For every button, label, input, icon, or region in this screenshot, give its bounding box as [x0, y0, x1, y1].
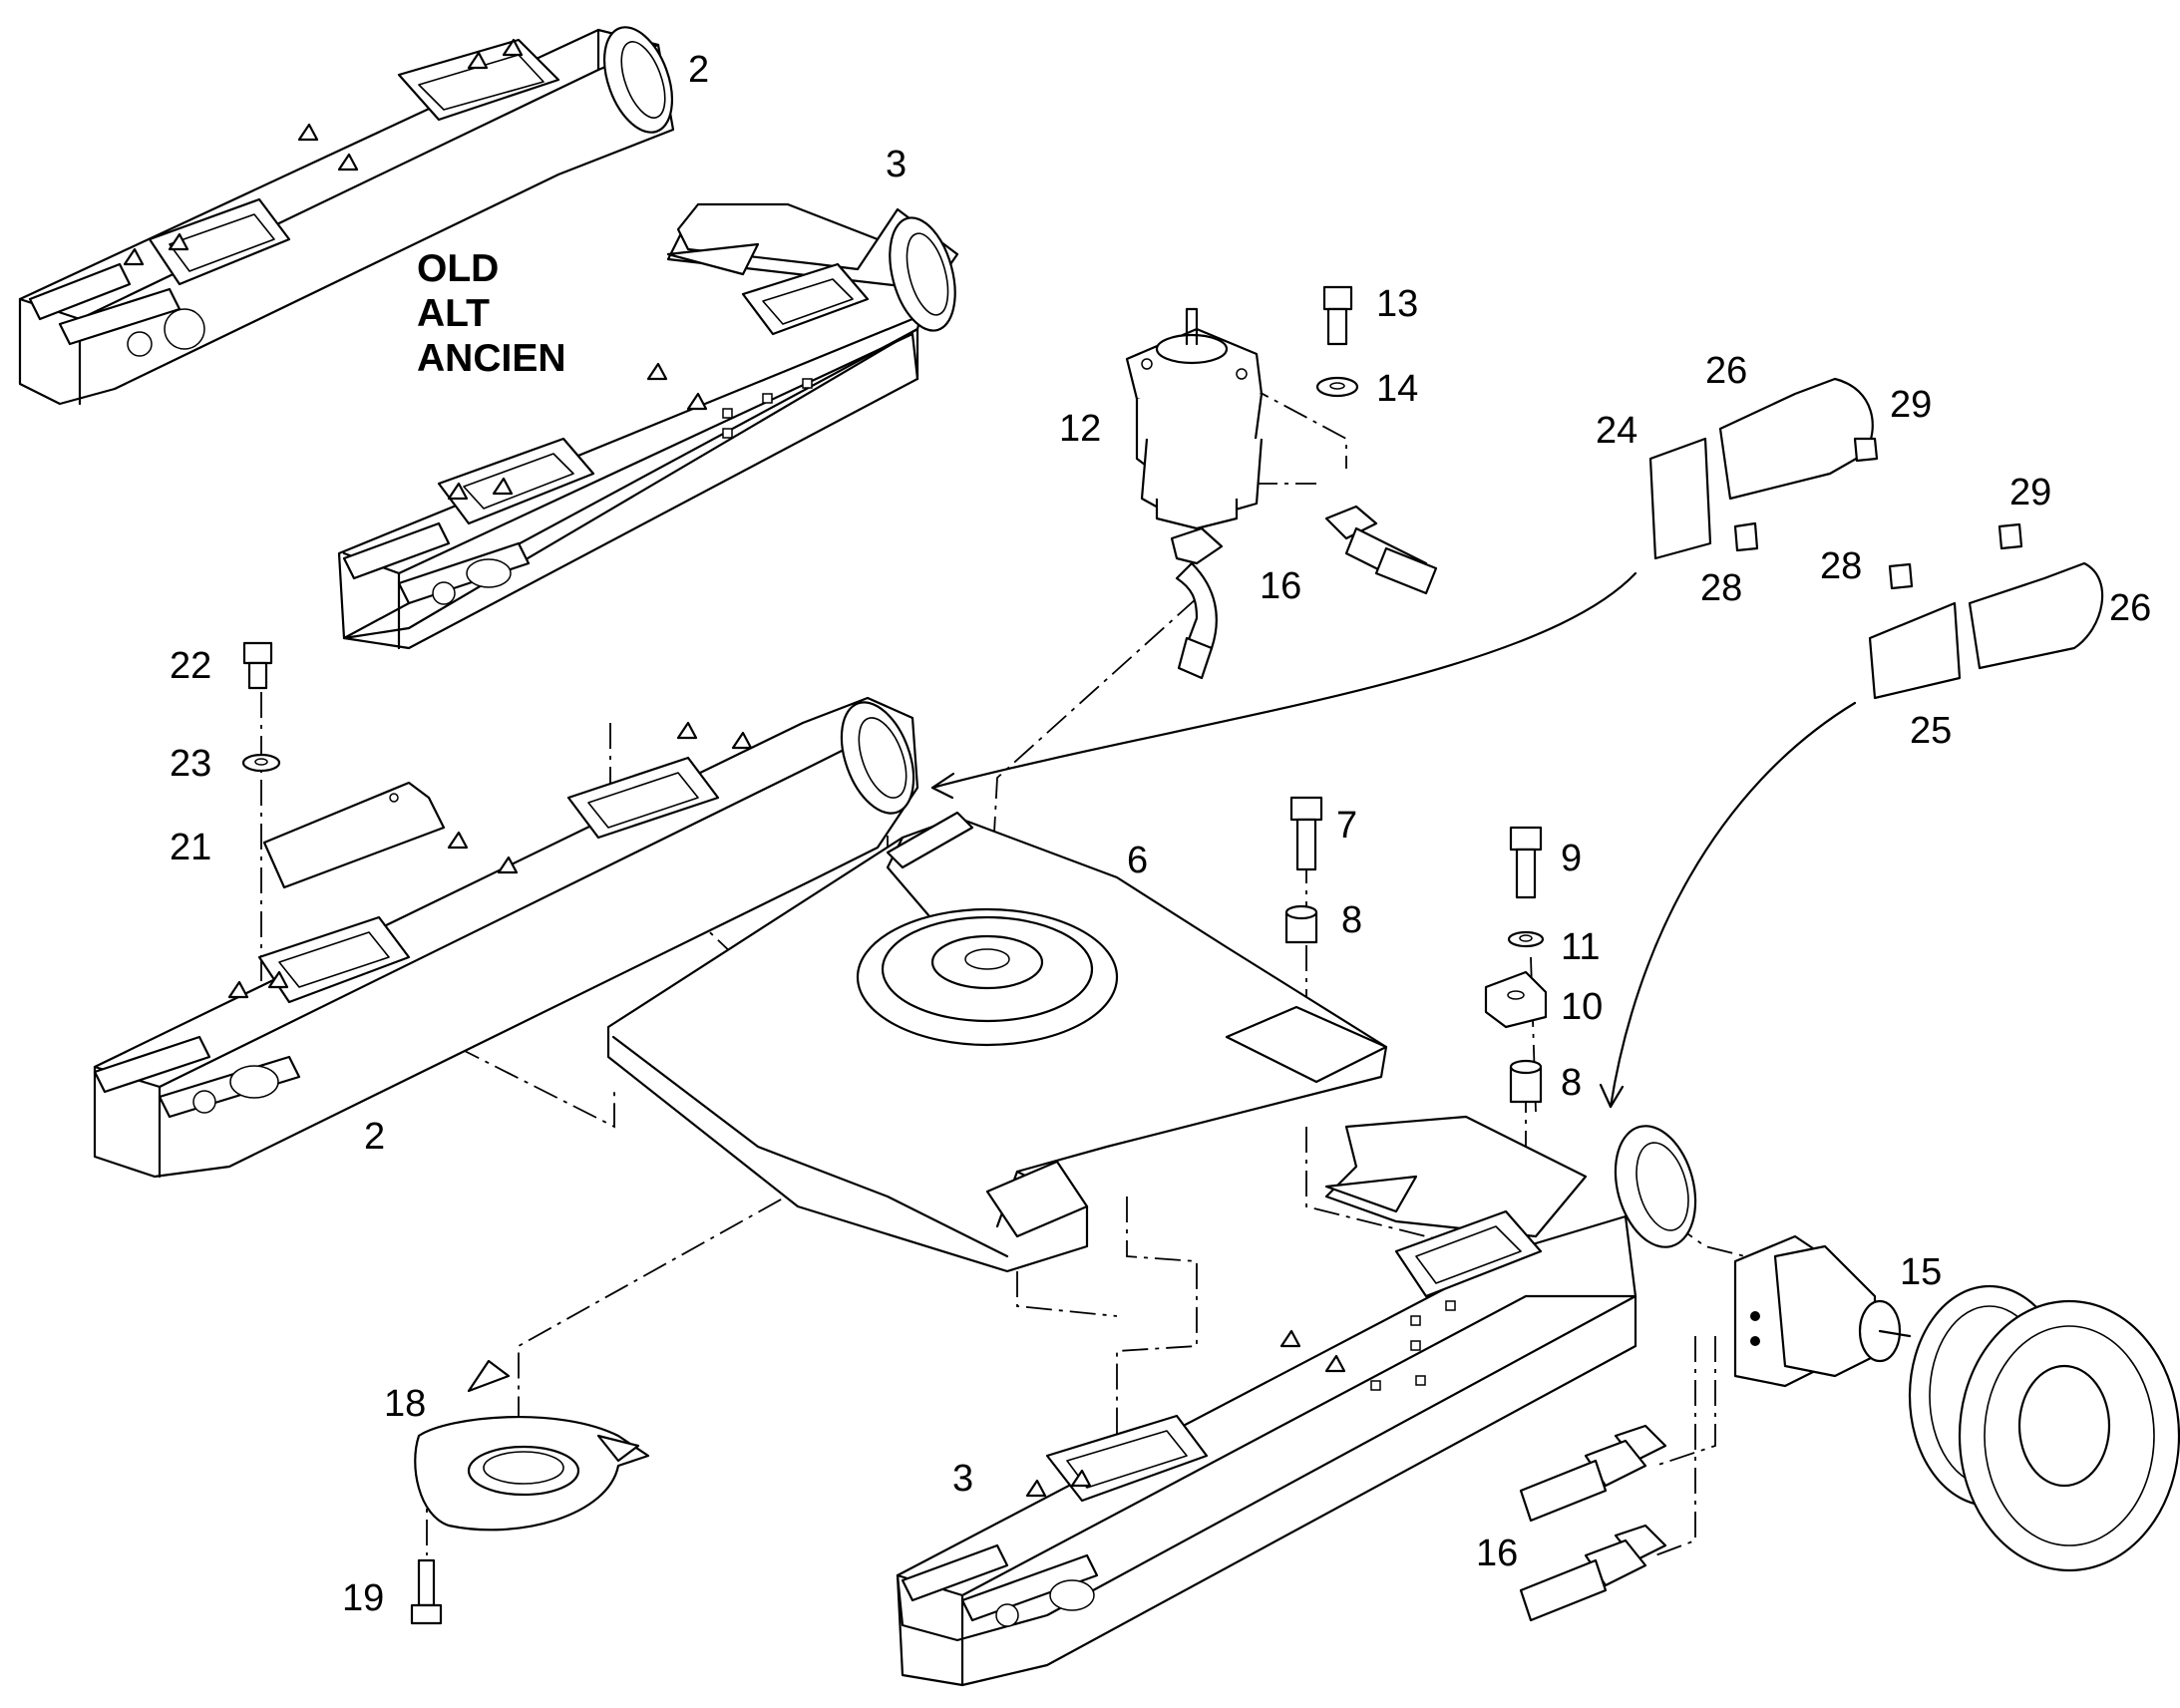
- motor-12: [1125, 307, 1264, 530]
- washer-14: [1315, 376, 1359, 398]
- track-frame-2: [93, 696, 919, 1179]
- bolt-19: [410, 1558, 443, 1625]
- spacer-8-upper: [1284, 904, 1318, 944]
- bolt-13: [1322, 285, 1353, 346]
- callout-29-a: 29: [1890, 384, 1932, 426]
- track-frame-old-top: [18, 26, 675, 406]
- callout-28-b: 28: [1820, 545, 1862, 587]
- callout-3-bot: 3: [952, 1458, 973, 1500]
- callout-16-bot: 16: [1476, 1533, 1518, 1574]
- callout-26-a: 26: [1705, 350, 1747, 392]
- bearing-plate-18: [414, 1359, 650, 1532]
- final-drive-15: [1733, 1234, 1912, 1388]
- washer-11: [1507, 930, 1545, 948]
- callout-labels: 2 3 13 14 12 16 26 24 29 28 29 28 26 25 …: [170, 49, 2151, 1619]
- callout-2-top: 2: [688, 49, 709, 91]
- callout-13: 13: [1376, 283, 1418, 325]
- callout-29-b: 29: [2009, 472, 2051, 513]
- sprocket: [1908, 1284, 2180, 1572]
- callout-6: 6: [1127, 840, 1148, 881]
- track-frame-old-3: [337, 202, 959, 650]
- bolt-22: [242, 641, 273, 690]
- spacer-8-lower: [1509, 1059, 1543, 1104]
- bolt-9: [1509, 826, 1543, 899]
- callout-3-top: 3: [886, 144, 907, 185]
- track-frame-3: [896, 1115, 1697, 1687]
- bolt-7: [1289, 796, 1323, 871]
- callout-8-a: 8: [1341, 899, 1362, 941]
- callout-18: 18: [384, 1383, 426, 1425]
- callout-25: 25: [1910, 710, 1952, 752]
- plate-21: [262, 781, 446, 889]
- callout-8-b: 8: [1561, 1062, 1582, 1104]
- callout-24: 24: [1596, 410, 1637, 452]
- callout-10: 10: [1561, 986, 1603, 1028]
- hose-fittings-16-bottom: [1519, 1424, 1667, 1622]
- callout-23: 23: [170, 743, 211, 785]
- callout-16-top: 16: [1260, 565, 1301, 607]
- callout-11: 11: [1561, 926, 1600, 968]
- washer-23: [241, 753, 281, 773]
- note-line-1: OLD: [417, 247, 499, 290]
- bracket-10: [1484, 970, 1548, 1029]
- callout-9: 9: [1561, 838, 1582, 879]
- callout-26-b: 26: [2109, 587, 2151, 629]
- center-frame-6: [606, 811, 1388, 1273]
- hose-fittings-16-top: [1170, 505, 1438, 680]
- callout-21: 21: [170, 827, 211, 868]
- cover-plates-24-26: [1648, 377, 2104, 700]
- callout-14: 14: [1376, 368, 1418, 410]
- old-version-note: OLD ALT ANCIEN: [417, 247, 566, 380]
- callout-7: 7: [1336, 805, 1357, 847]
- note-line-3: ANCIEN: [417, 337, 566, 380]
- callout-15: 15: [1900, 1251, 1942, 1293]
- callout-19: 19: [342, 1577, 384, 1619]
- callout-2-mid: 2: [364, 1116, 385, 1158]
- note-line-2: ALT: [417, 292, 490, 335]
- callout-12: 12: [1059, 408, 1101, 450]
- callout-28-a: 28: [1700, 567, 1742, 609]
- callout-22: 22: [170, 645, 211, 687]
